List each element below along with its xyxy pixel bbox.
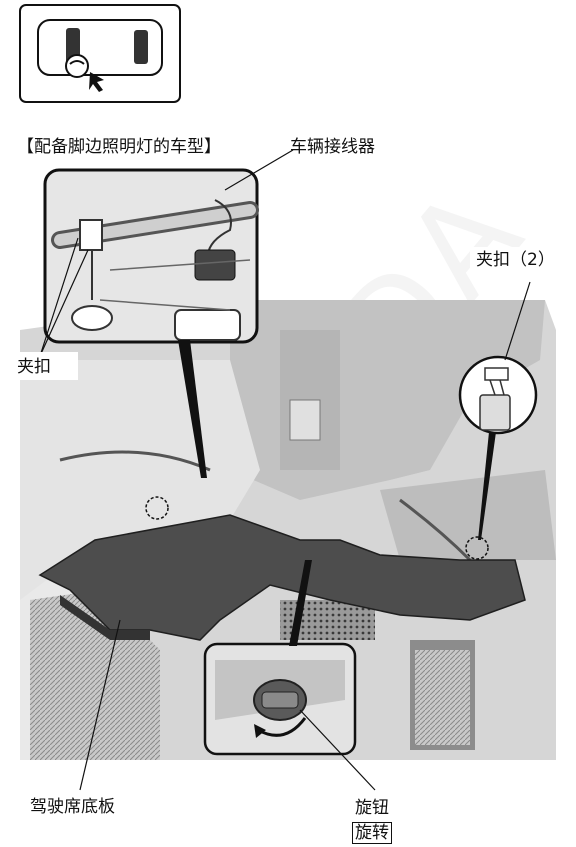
knob-label: 旋钮 [355,798,389,818]
connector-pointer [178,340,207,478]
undercover-edge [60,595,150,640]
equipped-note-label: 【配备脚边照明灯的车型】 [17,137,221,157]
undercover-label: 驾驶席底板 [30,797,115,817]
connector-detail-inset [43,168,259,344]
leader-clip-2 [504,281,531,361]
leader-undercover [79,619,121,791]
leader-clip-a [39,237,79,357]
vehicle-locator-inset [19,4,181,103]
knob-detail-inset [203,642,357,756]
connector-label: 车辆接线器 [290,137,375,157]
leader-clip-b [39,249,89,357]
clip-marker-right [465,536,489,560]
clip-2-label: 夹扣（2） [476,250,555,270]
clip-detail-inset [458,355,538,435]
clip-label: 夹扣 [17,357,51,377]
clip-marker-left [145,496,169,520]
knob-pointer [289,560,312,646]
rotate-label: 旋转 [352,822,392,844]
leader-knob [299,709,376,791]
clip-2-pointer [478,432,496,540]
leader-connector [224,149,294,191]
